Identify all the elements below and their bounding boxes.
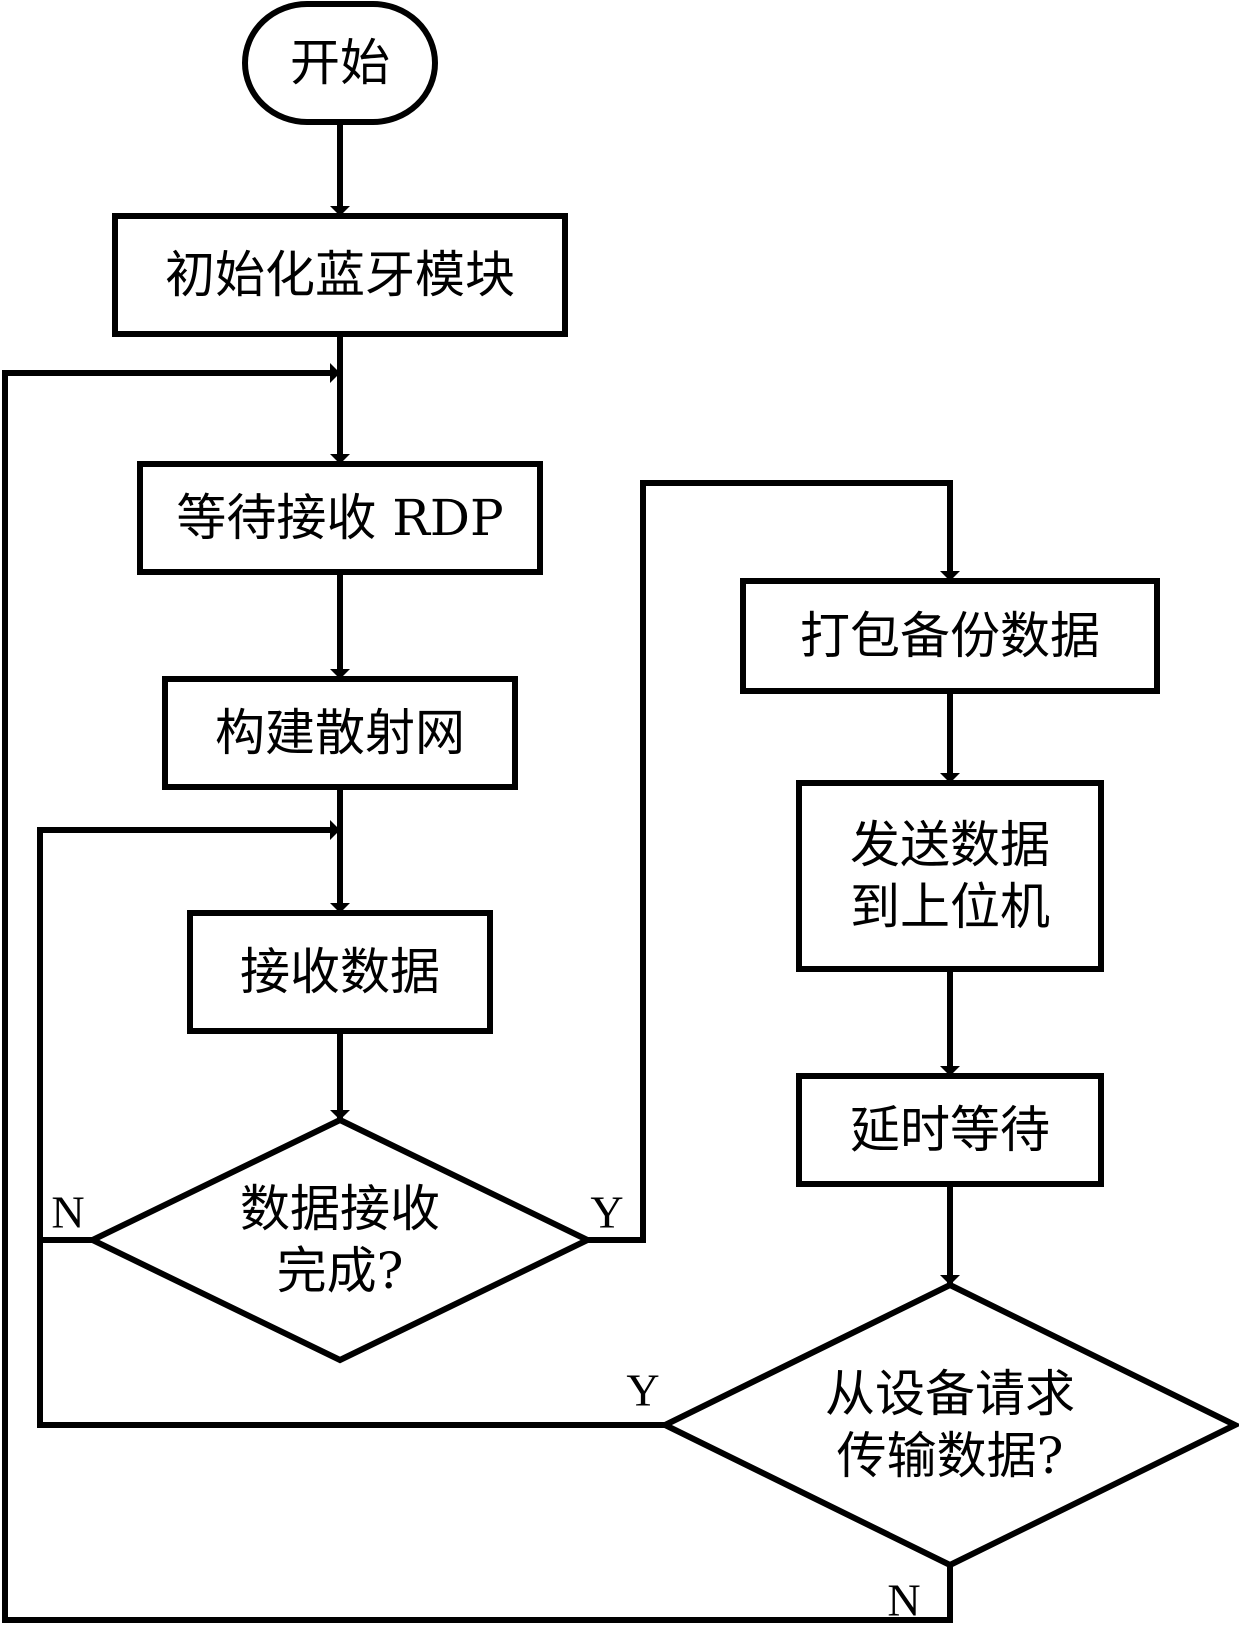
process-shape xyxy=(112,213,568,337)
process-shape xyxy=(187,910,493,1034)
node-label: 从设备请求 xyxy=(825,1365,1075,1423)
node-label: 传输数据? xyxy=(837,1427,1064,1485)
node-delay-wait: 延时等待 xyxy=(796,1073,1104,1187)
edge-slave-request-to-receive-data xyxy=(37,830,665,1428)
process-shape xyxy=(796,780,1104,972)
labels-layer: N Y Y N xyxy=(51,1187,920,1626)
process-shape xyxy=(137,461,543,575)
node-start: 开始 xyxy=(242,1,438,125)
edge-label: Y xyxy=(626,1365,659,1416)
node-label: 完成? xyxy=(277,1242,404,1300)
node-receive-data: 接收数据 xyxy=(187,910,493,1034)
decision-shape xyxy=(85,1116,595,1364)
node-wait-rdp: 等待接收 RDP xyxy=(137,461,543,575)
edge-label: N xyxy=(887,1575,920,1626)
node-label: 初始化蓝牙模块 xyxy=(165,246,515,304)
process-shape xyxy=(740,578,1160,694)
node-label: 开始 xyxy=(290,34,390,92)
node-label: 接收数据 xyxy=(240,943,440,1001)
decision-shape xyxy=(658,1281,1239,1569)
edge-label: N xyxy=(51,1187,84,1238)
process-shape xyxy=(796,1073,1104,1187)
node-build-scatternet: 构建散射网 xyxy=(162,676,518,790)
edge-receive-done-to-pack-backup xyxy=(587,480,960,1243)
node-label: 发送数据 xyxy=(850,816,1050,874)
terminator-shape xyxy=(242,1,438,125)
node-label: 打包备份数据 xyxy=(800,607,1100,665)
node-label: 到上位机 xyxy=(850,878,1050,936)
node-label: 延时等待 xyxy=(850,1101,1050,1159)
node-label: 等待接收 RDP xyxy=(176,489,503,547)
node-label: 构建散射网 xyxy=(215,704,465,762)
edge-label: Y xyxy=(590,1187,623,1238)
node-pack-backup: 打包备份数据 xyxy=(740,578,1160,694)
edges-layer xyxy=(2,122,960,1623)
node-init-bt: 初始化蓝牙模块 xyxy=(112,213,568,337)
edge-slave-request-to-wait-rdp xyxy=(2,363,953,1623)
node-label: 数据接收 xyxy=(240,1180,440,1238)
process-shape xyxy=(162,676,518,790)
